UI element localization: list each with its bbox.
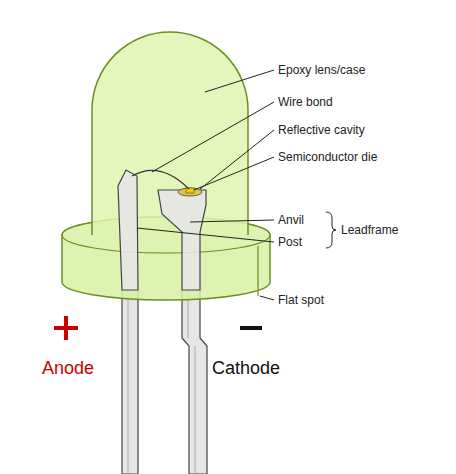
pin-label: Cathode xyxy=(212,358,280,378)
pin-label: Anode xyxy=(42,358,94,378)
part-label: Anvil xyxy=(278,213,304,227)
group-label: Leadframe xyxy=(341,223,398,237)
part-label: Flat spot xyxy=(278,293,324,307)
part-label: Reflective cavity xyxy=(278,123,365,137)
part-label: Epoxy lens/case xyxy=(278,63,365,77)
part-label: Wire bond xyxy=(278,95,333,109)
part-label: Post xyxy=(278,235,302,249)
part-label: Semiconductor die xyxy=(278,150,377,164)
